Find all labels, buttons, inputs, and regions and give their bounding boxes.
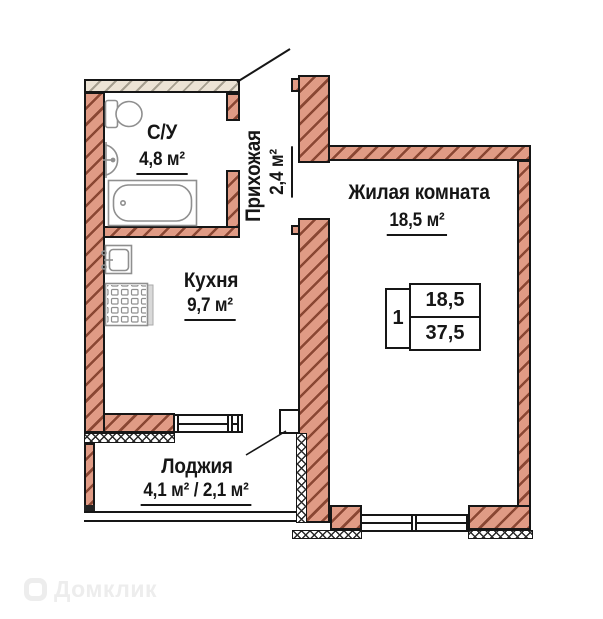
insulation-bottom-right [468, 530, 533, 539]
stove-icon [104, 282, 154, 327]
loggia-railing [84, 511, 296, 522]
room-area-kitchen: 9,7 м² [184, 295, 236, 321]
room-label-loggia: Лоджия [161, 455, 233, 478]
insulation-loggia-right [296, 433, 307, 523]
stamp-rooms-count: 1 [385, 288, 411, 349]
window-post [227, 414, 233, 433]
room-area-bathroom: 4,8 м² [136, 149, 188, 175]
room-area-hallway: 2,4 м² [267, 146, 293, 198]
loggia-leader-line [245, 430, 287, 456]
domclick-watermark: Домклик [24, 576, 157, 603]
room-label-living: Жилая комната [348, 181, 490, 204]
stamp-total-area: 37,5 [409, 316, 481, 351]
toilet-icon [104, 99, 143, 129]
loggia-wall-end-block [84, 505, 95, 513]
room-label-bathroom: С/У [146, 121, 178, 144]
sink-icon [103, 142, 119, 178]
wall-living-top [328, 145, 531, 161]
wall-living-bottom-right [468, 505, 531, 530]
entrance-leader-line [236, 48, 291, 83]
window-living [360, 514, 468, 532]
apartment-stamp: 1 18,5 37,5 [385, 283, 481, 351]
wall-left [84, 92, 105, 433]
window-mullion [411, 514, 417, 532]
insulation-kitchen-loggia [84, 433, 175, 443]
watermark-text: Домклик [54, 576, 157, 602]
room-area-loggia: 4,1 м² / 2,1 м² [140, 480, 252, 506]
wall-bathroom-bottom [103, 226, 240, 238]
domclick-logo-icon [24, 578, 47, 601]
window-glass-line [174, 422, 242, 425]
wall-entry-top [84, 79, 240, 93]
wall-bathroom-right-upper [226, 93, 240, 121]
stamp-living-area: 18,5 [409, 283, 481, 318]
balcony-door [279, 409, 300, 434]
window-post [173, 414, 179, 433]
room-area-living: 18,5 м² [386, 210, 448, 236]
room-label-hallway: Прихожая [242, 130, 265, 222]
window-post [237, 414, 243, 433]
kitchen-sink-icon [101, 244, 133, 275]
bathtub-icon [107, 179, 198, 227]
insulation-bottom-left [292, 530, 362, 539]
window-kitchen-loggia [173, 414, 243, 433]
wall-hallway-living-upper [298, 75, 330, 163]
room-label-kitchen: Кухня [183, 269, 239, 292]
